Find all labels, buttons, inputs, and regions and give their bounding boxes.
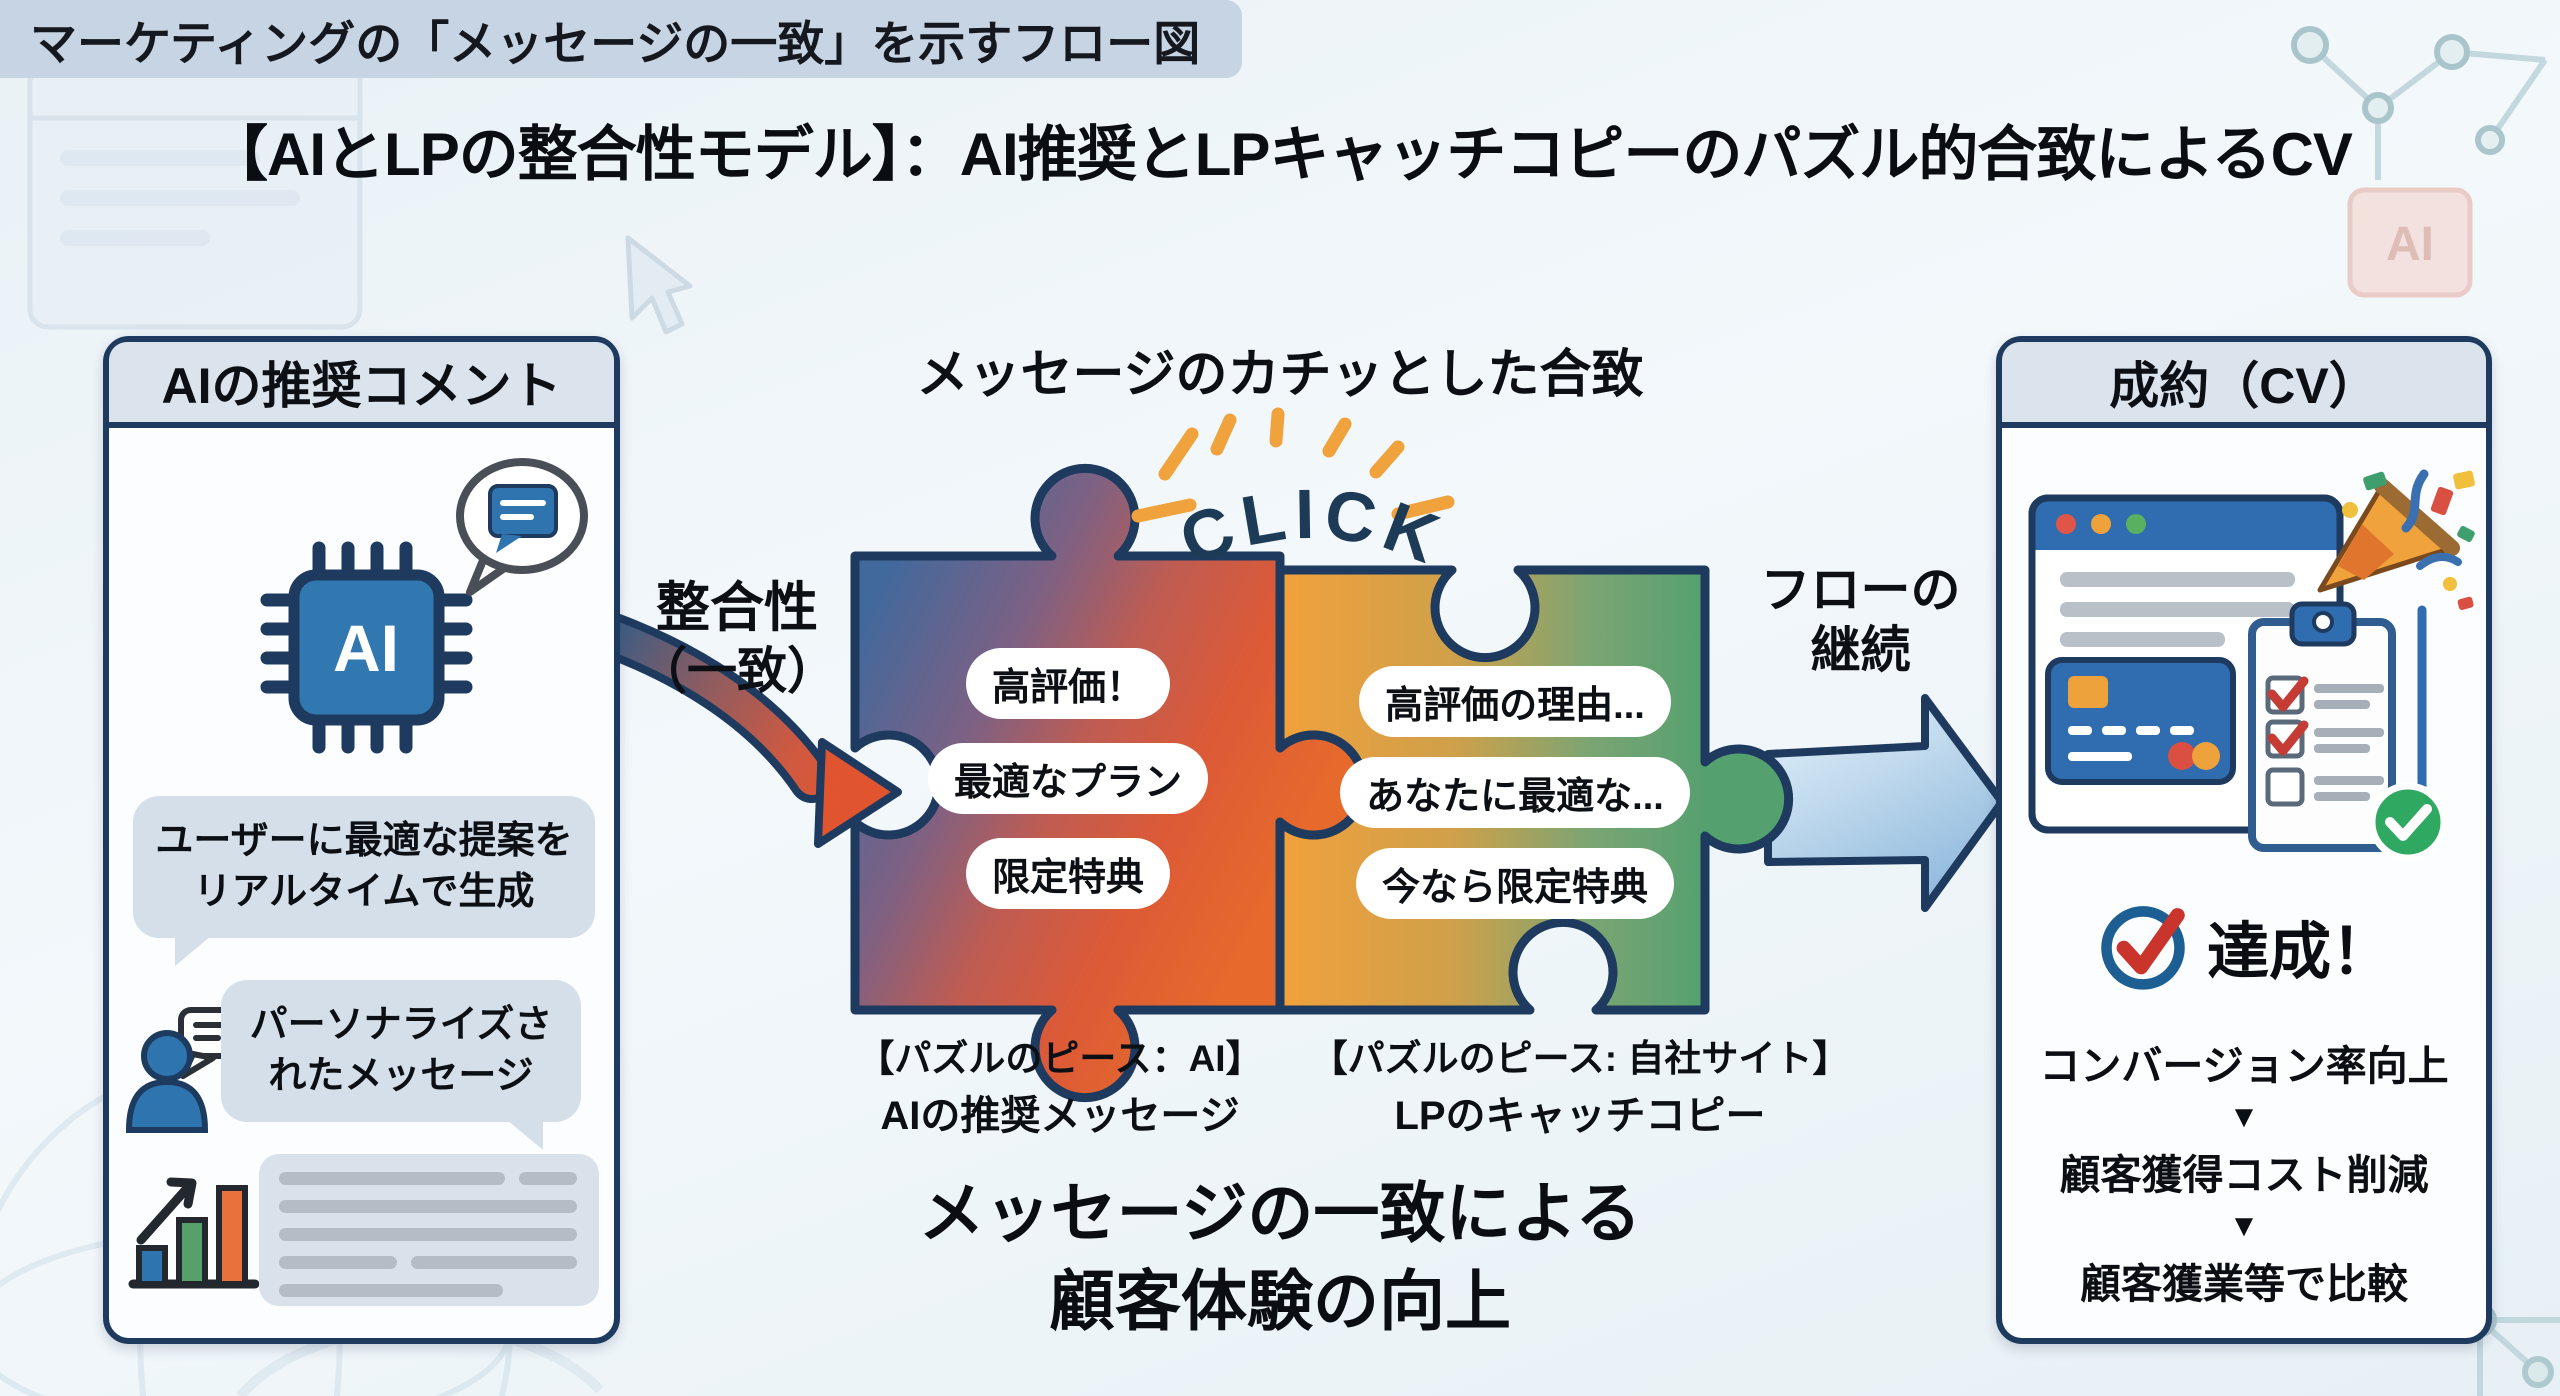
text-line (411, 1256, 577, 1269)
clipboard-checklist-icon (2248, 601, 2396, 852)
ai-piece-tags: 高評価！ 最適なプラン 限定特典 (858, 648, 1278, 909)
tag-pill: 今なら限定特典 (1355, 848, 1674, 919)
achieved-label: 達成！ (2206, 918, 2393, 987)
text-line (279, 1256, 397, 1269)
text-line (279, 1200, 577, 1213)
outcome-line1: メッセージの一致による (918, 1176, 1642, 1250)
text-line (279, 1284, 503, 1297)
green-check-icon (2368, 782, 2448, 862)
ai-piece-caption-line1: 【パズルのピース：AI】 (857, 1038, 1263, 1079)
lp-piece-caption: 【パズルのピース: 自社サイト】 LPのキャッチコピー (1310, 1032, 1850, 1146)
conversion-illustration (2028, 469, 2475, 862)
party-popper-icon (2317, 469, 2475, 610)
benefit-steps: コンバージョン率向上 ▼ 顧客獲得コスト削減 ▼ 顧客獲業等で比較 (2008, 1032, 2480, 1310)
text-line (279, 1228, 577, 1241)
click-rays (1131, 407, 1455, 523)
personalized-message-bubble: パーソナライズさ れたメッセージ (221, 980, 581, 1150)
ai-proposal-bubble: ユーザーに最適な提案を リアルタイムで生成 (133, 796, 595, 966)
svg-text:AI: AI (333, 611, 399, 685)
placeholder-text-box (259, 1154, 599, 1306)
achieved-row: 達成！ (2002, 898, 2486, 994)
outcome-line2: 顧客体験の向上 (1049, 1263, 1511, 1338)
tag-pill: あなたに最適な... (1340, 757, 1690, 828)
tag-pill: 限定特典 (965, 838, 1170, 909)
down-arrow-icon: ▼ (2228, 1099, 2260, 1134)
ai-piece-caption: 【パズルのピース：AI】 AIの推奨メッセージ (800, 1032, 1320, 1146)
decor-circuit-top-right: AI (2291, 26, 2548, 298)
ai-comment-panel-header: AIの推奨コメント (109, 342, 614, 428)
benefit-step-2: 顧客獲得コスト削減 (2059, 1152, 2429, 1198)
person-chat-icon (125, 1007, 248, 1133)
click-label: CLICK (1170, 474, 1456, 580)
conversion-panel: 成約（CV） (1996, 336, 2492, 1344)
svg-text:AI: AI (2386, 218, 2434, 271)
top-left-badge: マーケティングの「メッセージの一致」を示すフロー図 (0, 0, 1243, 78)
alignment-arrow-label: 整合性 （一致） (612, 576, 862, 701)
ai-proposal-line2: リアルタイムで生成 (193, 871, 535, 913)
benefit-step-3: 顧客獲業等で比較 (2080, 1261, 2408, 1307)
ai-chip-icon: AI (260, 541, 473, 754)
tag-pill: 最適なプラン (927, 743, 1208, 814)
outcome-message: メッセージの一致による 顧客体験の向上 (0, 1170, 2560, 1346)
tag-pill: 高評価の理由... (1359, 666, 1671, 737)
alignment-arrow (585, 611, 902, 848)
flow-continue-label: フローの 継続 (1738, 560, 1983, 680)
lp-piece-caption-line1: 【パズルのピース: 自社サイト】 (1310, 1038, 1850, 1079)
personalized-line1: パーソナライズさ (249, 1003, 553, 1046)
personalized-line2: れたメッセージ (268, 1055, 534, 1097)
decor-browser-sketch (27, 59, 363, 330)
match-title: メッセージのカチッとした合致 (916, 346, 1644, 404)
tag-pill: 高評価！ (965, 648, 1170, 719)
alignment-label-line1: 整合性 (656, 578, 818, 638)
conversion-panel-header: 成約（CV） (2002, 342, 2486, 428)
flow-continue-line1: フローの (1760, 562, 1961, 618)
conversion-panel-body: 達成！ コンバージョン率向上 ▼ 顧客獲得コスト削減 ▼ 顧客獲業等で比較 (2002, 428, 2486, 1338)
chat-bubble-icon (456, 458, 588, 596)
page-title: 【AIとLPの整合性モデル】：AI推奨とLPキャッチコピーのパズル的合致によるC… (208, 121, 2353, 188)
text-line (279, 1172, 505, 1185)
alignment-label-line2: （一致） (637, 642, 837, 699)
lp-piece-caption-line2: LPのキャッチコピー (1394, 1093, 1766, 1138)
down-arrow-icon: ▼ (2228, 1208, 2260, 1243)
text-line (519, 1172, 577, 1185)
growth-chart-icon (128, 1177, 260, 1289)
ai-proposal-line1: ユーザーに最適な提案を (155, 819, 573, 862)
ai-comment-panel-body: AI ユーザーに最適な提案を リアルタイムで生成 (109, 428, 614, 1338)
red-check-circle-icon (2101, 906, 2185, 990)
lp-piece-tags: 高評価の理由... あなたに最適な... 今なら限定特典 (1300, 666, 1730, 919)
ai-piece-caption-line2: AIの推奨メッセージ (880, 1093, 1240, 1138)
flow-continue-arrow (1764, 694, 2006, 912)
benefit-step-1: コンバージョン率向上 (2039, 1043, 2449, 1089)
decor-cursor-icon (625, 235, 693, 335)
credit-card-icon (2045, 657, 2236, 785)
ai-comment-panel: AIの推奨コメント AI (103, 336, 620, 1344)
flow-continue-line2: 継続 (1810, 622, 1911, 678)
